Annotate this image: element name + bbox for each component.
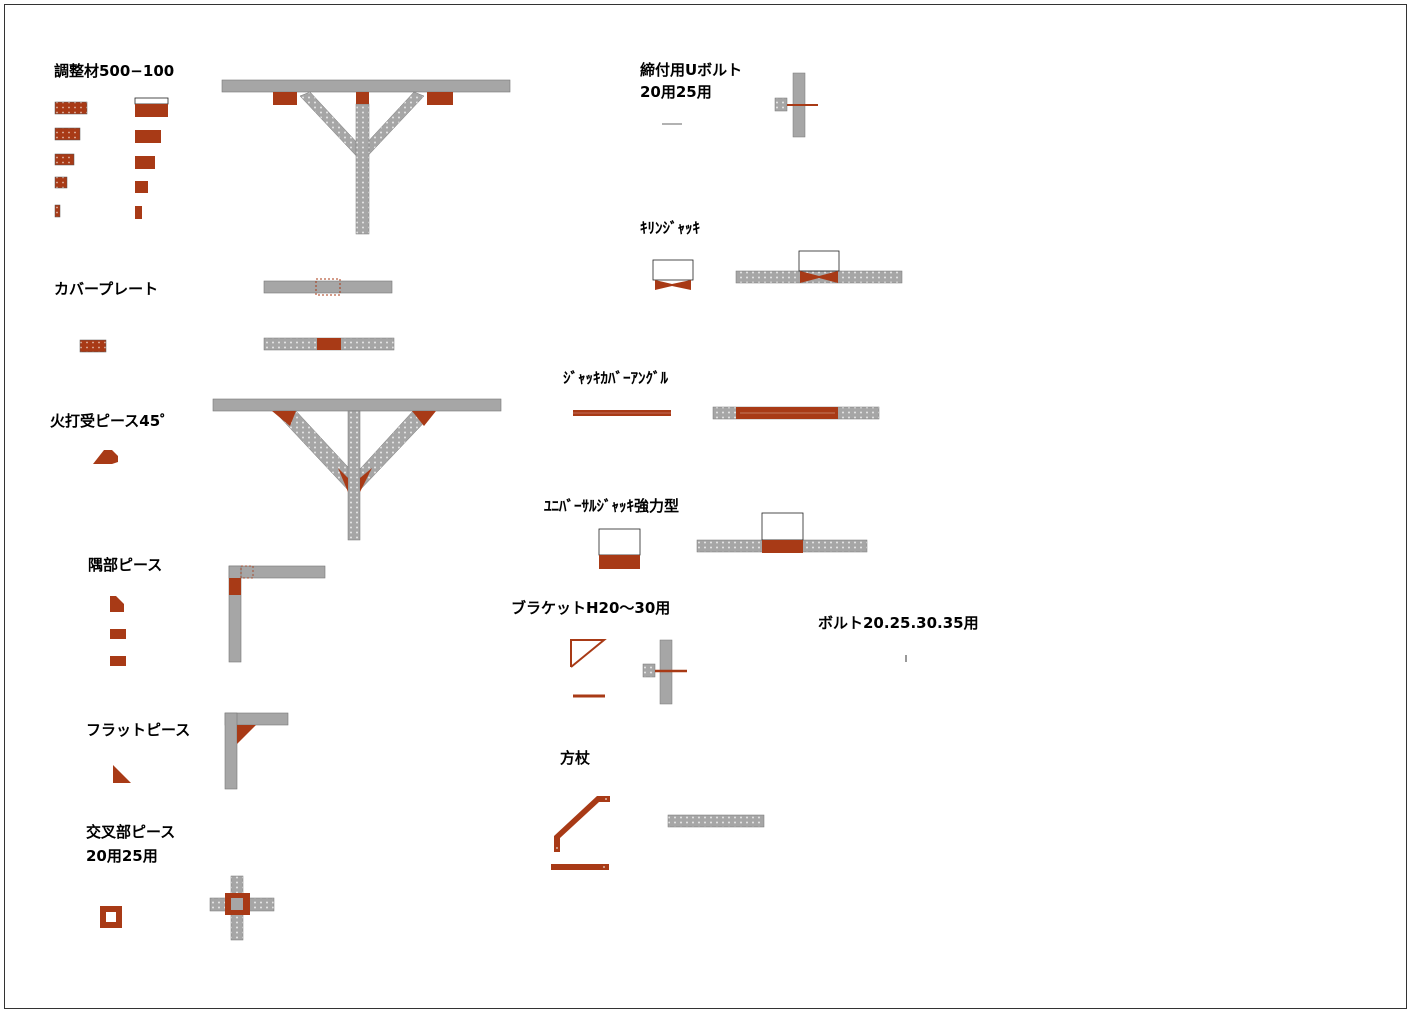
houzue-member — [667, 814, 765, 828]
drawing-frame — [4, 4, 1407, 1009]
kirin-jack — [652, 259, 694, 290]
corner-pieces — [110, 596, 126, 666]
label-hiuchi-piece: 火打受ピース45゜ — [50, 412, 176, 430]
label-kirin-jack: ｷﾘﾝｼﾞｬｯｷ — [640, 219, 701, 237]
label-cross-piece-size: 20用25用 — [86, 847, 158, 865]
kirin-jack-assembly — [735, 250, 903, 284]
adjuster-pieces-plan — [54, 101, 88, 218]
cover-plate-assembly — [79, 278, 395, 353]
label-bracket: ブラケットH20～30用 — [511, 599, 671, 617]
label-jack-cover-angle: ｼﾞｬｯｷｶﾊﾞｰｱﾝｸﾞﾙ — [563, 369, 669, 387]
label-houzue: 方杖 — [560, 749, 591, 767]
jack-cover-angle-assembly — [712, 406, 880, 420]
label-corner-piece: 隅部ピース — [88, 556, 163, 574]
label-universal-jack: ﾕﾆﾊﾞｰｻﾙｼﾞｬｯｷ強力型 — [544, 497, 680, 515]
u-bolt-assembly — [774, 72, 818, 138]
bracket — [570, 639, 607, 698]
label-adjuster: 調整材500−100 — [54, 62, 175, 80]
corner-frame-assembly — [228, 565, 326, 663]
y-frame-assembly-top — [221, 79, 511, 235]
cross-frame-assembly — [209, 875, 275, 941]
bracket-assembly — [642, 639, 687, 705]
label-cross-piece: 交叉部ピース — [86, 823, 176, 841]
universal-jack — [598, 528, 641, 569]
houzue-brace — [551, 796, 610, 870]
hiuchi-piece — [93, 450, 118, 464]
cross-piece — [100, 906, 122, 928]
label-flat-piece: フラットピース — [86, 721, 191, 739]
flat-piece — [113, 765, 131, 783]
adjuster-pieces-side — [134, 97, 169, 219]
label-u-bolt: 締付用Uボルト — [640, 61, 743, 79]
jack-cover-angle — [573, 410, 671, 416]
flat-frame-assembly — [224, 712, 289, 790]
label-cover-plate: カバープレート — [54, 280, 159, 298]
hiuchi-frame-assembly — [212, 398, 502, 541]
label-u-bolt-size: 20用25用 — [640, 83, 712, 101]
label-bolt: ボルト20.25.30.35用 — [818, 614, 979, 632]
universal-jack-assembly — [696, 512, 868, 553]
